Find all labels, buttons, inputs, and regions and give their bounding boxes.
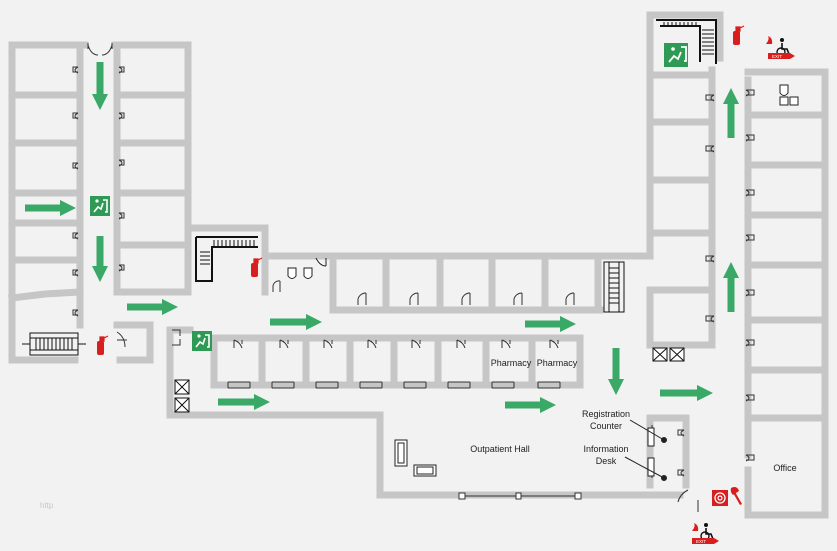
fire-extinguisher xyxy=(733,25,745,45)
fire-hose-reel-icon xyxy=(712,490,728,506)
sofa-icon xyxy=(394,439,437,477)
label-information-desk: Information Desk xyxy=(583,444,629,466)
emergency-exit-sign xyxy=(90,196,110,216)
exit-sign-text: EXIT xyxy=(696,539,706,544)
emergency-exit-sign xyxy=(192,331,212,351)
watermark: http xyxy=(40,501,54,510)
hall-entrance xyxy=(458,492,582,500)
emergency-exit-sign xyxy=(664,43,688,67)
fire-axe-icon xyxy=(730,487,742,505)
evacuation-arrows xyxy=(25,62,740,414)
toilet-icon xyxy=(287,84,799,279)
doors xyxy=(72,43,755,512)
elevator-right xyxy=(652,347,685,362)
stairs-right xyxy=(656,19,717,64)
fire-extinguisher xyxy=(97,335,109,355)
wheelchair-exit-sign: EXIT xyxy=(692,523,719,544)
label-registration-counter: Registration Counter xyxy=(581,409,631,431)
room-label-pharmacy: Pharmacy xyxy=(490,358,532,368)
stairs-left xyxy=(195,236,258,282)
walls xyxy=(8,11,829,519)
exit-sign-text: EXIT xyxy=(772,54,782,59)
escalator-left xyxy=(22,332,86,356)
label-outpatient-hall: Outpatient Hall xyxy=(470,444,530,454)
wheelchair-exit-sign: EXIT xyxy=(766,36,795,59)
room-label-pharmacy: Pharmacy xyxy=(536,358,578,368)
room-label-office: Office xyxy=(773,463,797,473)
elevator-left xyxy=(174,379,190,413)
escalator-right xyxy=(603,261,625,313)
fire-extinguisher xyxy=(251,257,263,277)
reception-counters xyxy=(624,419,667,481)
